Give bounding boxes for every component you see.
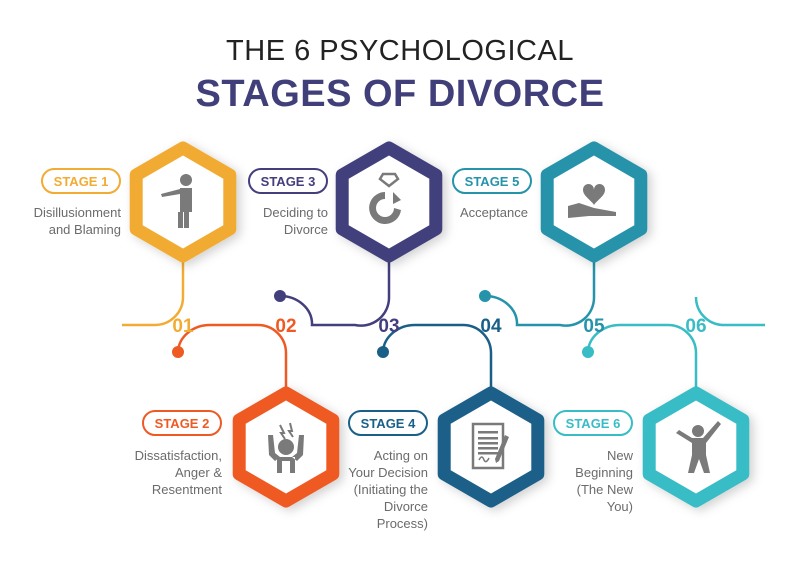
title-line-2: STAGES OF DIVORCE xyxy=(196,73,605,115)
stage-description-line: You) xyxy=(607,499,633,514)
stage-description-line: (Initiating the xyxy=(354,482,428,497)
broken-ring-icon xyxy=(369,172,401,224)
connector-dot xyxy=(377,346,389,358)
connector-dot xyxy=(582,346,594,358)
stage-description-line: Acceptance xyxy=(460,205,528,220)
stage-description-line: Your Decision xyxy=(348,465,428,480)
stage-pill xyxy=(452,168,532,194)
stage-description-line: Acting on xyxy=(374,448,428,463)
connector-dot xyxy=(274,290,286,302)
stage-description-line: Dissatisfaction, xyxy=(135,448,222,463)
heart-in-hand-icon xyxy=(568,184,616,218)
angry-person-icon xyxy=(268,422,304,473)
connector-dot xyxy=(172,346,184,358)
stage-description-line: Disillusionment xyxy=(34,205,122,220)
pointing-person-icon xyxy=(161,174,192,228)
connector-02 xyxy=(176,323,288,392)
stage-label: STAGE 1 xyxy=(54,174,109,189)
timeline-connectors xyxy=(122,258,765,392)
stage-description-line: (The New xyxy=(577,482,634,497)
stage-number: 04 xyxy=(480,316,502,337)
stage-number: 06 xyxy=(685,316,706,337)
stage-label: STAGE 5 xyxy=(465,174,520,189)
connector-end xyxy=(694,296,765,327)
connector-04 xyxy=(381,323,493,392)
jumping-person-icon xyxy=(676,421,721,473)
connector-05 xyxy=(484,258,596,327)
stage-pill xyxy=(348,410,428,436)
stage-description-line: Resentment xyxy=(152,482,222,497)
stage-description-line: Beginning xyxy=(575,465,633,480)
stage-description-line: and Blaming xyxy=(49,222,121,237)
stage-description-line: Process) xyxy=(377,516,428,531)
signed-document-icon xyxy=(471,422,509,470)
stage-pill xyxy=(41,168,121,194)
stage-hexagons xyxy=(129,141,750,508)
connector-03 xyxy=(279,258,391,327)
stage-number: 01 xyxy=(172,316,194,337)
stage-pill xyxy=(553,410,633,436)
stage-description-line: New xyxy=(607,448,634,463)
stage-description-line: Deciding to xyxy=(263,205,328,220)
stage-description-line: Divorce xyxy=(384,499,428,514)
stage-label: STAGE 2 xyxy=(155,416,210,431)
stage-pill xyxy=(248,168,328,194)
stage-number: 05 xyxy=(583,316,605,337)
stage-pill xyxy=(142,410,222,436)
stage-label: STAGE 6 xyxy=(566,416,621,431)
connector-dot xyxy=(479,290,491,302)
stage-label: STAGE 4 xyxy=(361,416,416,431)
stage-description-line: Divorce xyxy=(284,222,328,237)
stage-number: 03 xyxy=(378,316,399,337)
title-line-1: THE 6 PSYCHOLOGICAL xyxy=(226,35,574,67)
stage-description-line: Anger & xyxy=(175,465,222,480)
stage-hexagon xyxy=(335,141,443,263)
connector-01 xyxy=(122,258,185,327)
connector-06 xyxy=(586,323,698,392)
stage-label: STAGE 3 xyxy=(261,174,316,189)
stage-number: 02 xyxy=(275,316,296,337)
